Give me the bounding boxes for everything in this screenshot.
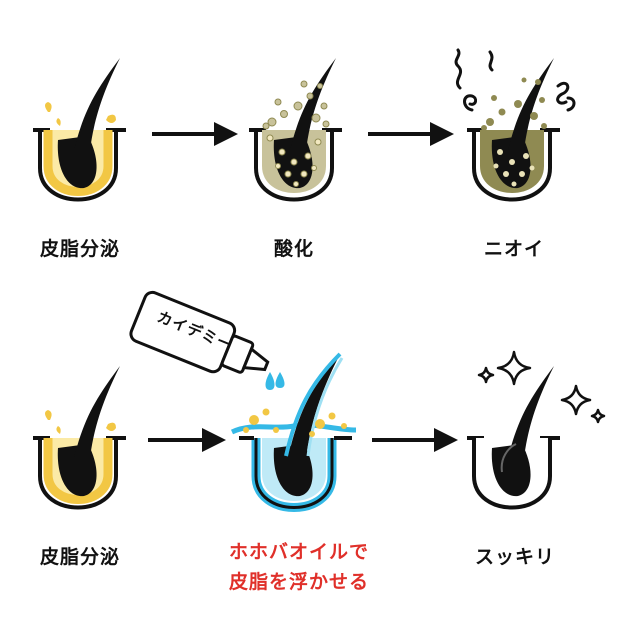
follicle-odor-icon: [454, 48, 576, 202]
step-label-refreshed: スッキリ: [474, 546, 555, 568]
sparkle-icon: [590, 408, 606, 424]
step-label-jojoba-line2: 皮脂を浮かせる: [228, 571, 369, 593]
follicle-sebum-icon: [33, 366, 126, 510]
follicle-oil-icon: [230, 352, 357, 512]
step-label-sebum-secretion: 皮脂分泌: [39, 546, 120, 568]
step-label-odor: ニオイ: [483, 238, 544, 260]
right-arrow-icon: [152, 122, 238, 146]
follicle-sebum-icon: [33, 58, 126, 202]
follicle-clean-icon: [467, 366, 560, 510]
step-label-sebum-secretion: 皮脂分泌: [39, 238, 120, 260]
oil-drop-icon: [265, 372, 275, 390]
oil-bottle-icon: [129, 290, 270, 374]
follicle-oxidized-icon: [249, 58, 342, 202]
right-arrow-icon: [372, 428, 458, 452]
right-arrow-icon: [368, 122, 454, 146]
right-arrow-icon: [148, 428, 226, 452]
step-label-oxidation: 酸化: [273, 238, 314, 260]
sparkle-icon: [496, 350, 532, 386]
sparkle-icon: [477, 366, 495, 384]
odor-wave-icon: [454, 48, 576, 112]
sparkle-icon: [560, 384, 592, 416]
step-label-jojoba-line1: ホホバオイルで: [228, 541, 369, 563]
